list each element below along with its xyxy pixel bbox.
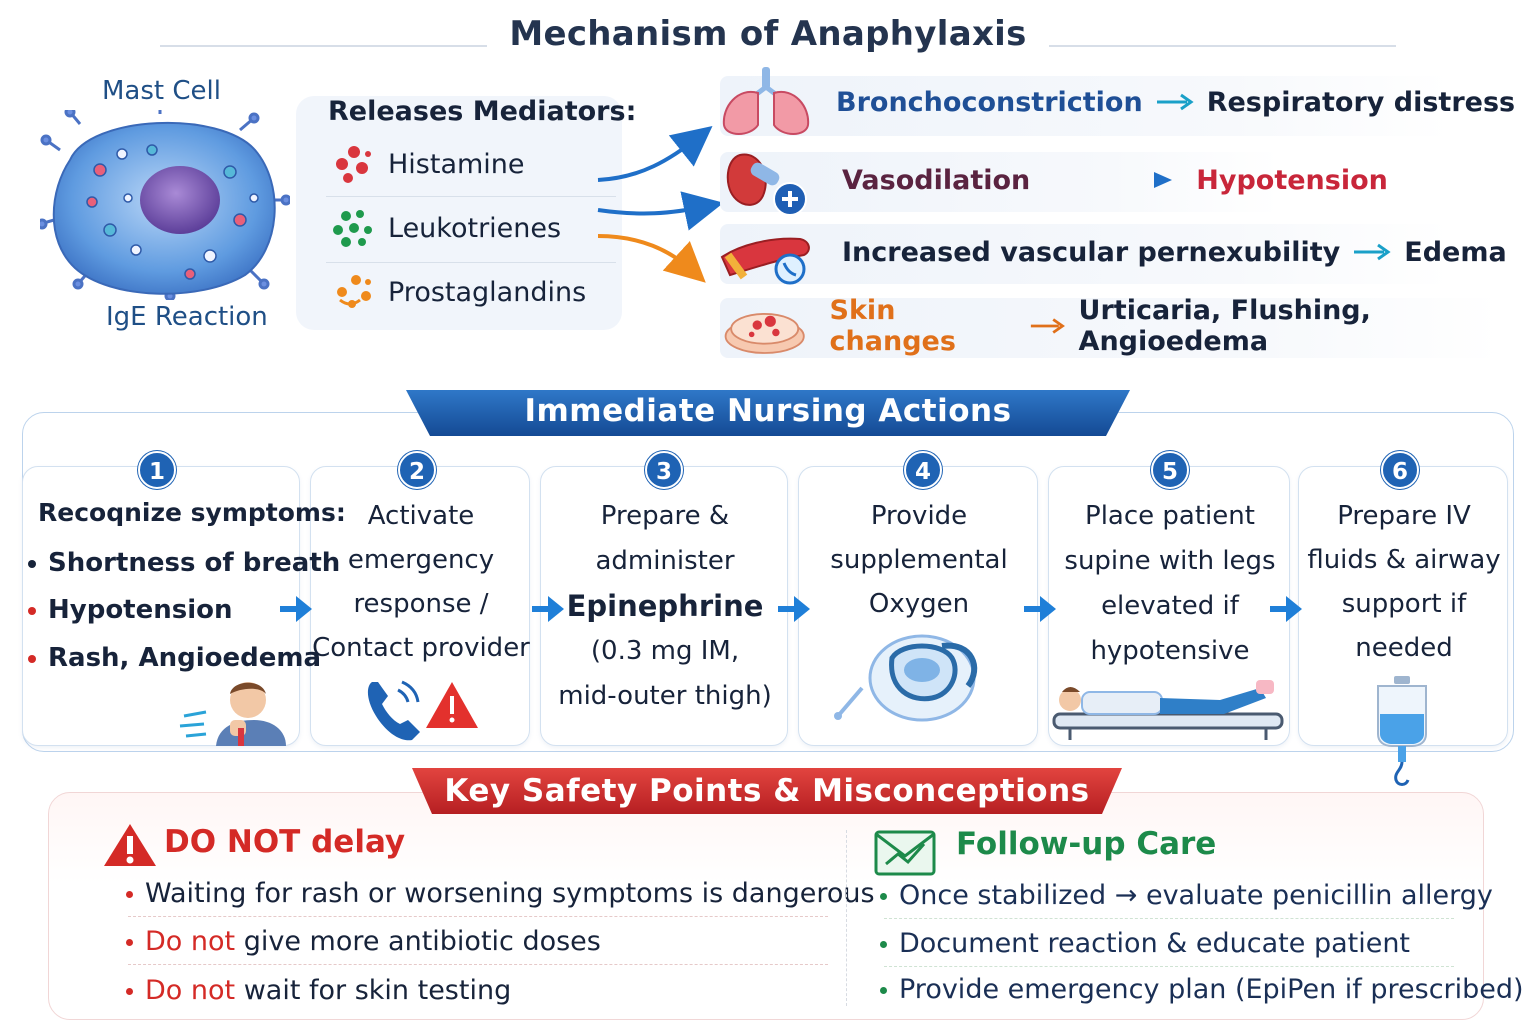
followup-item: Once stabilized → evaluate penicillin al… (880, 880, 1493, 911)
step-number-2: 2 (398, 451, 436, 489)
do-not-item: Do not wait for skin testing (126, 975, 511, 1006)
step-3-text: Prepare & administer Epinephrine (0.3 mg… (558, 501, 772, 711)
lungs-icon (722, 67, 810, 135)
step-number-1: 1 (138, 451, 176, 489)
divider (128, 916, 828, 917)
symptom-item: Rash, Angioedema (28, 643, 321, 673)
mechanism-title: Mechanism of Anaphylaxis (0, 14, 1536, 54)
effect-row-bronchoconstriction: Bronchoconstriction Respiratory distress (720, 67, 1515, 135)
bullet-icon (126, 891, 133, 898)
mediator-divider (326, 196, 616, 197)
step-number-6: 6 (1381, 451, 1419, 489)
oxygen-mask-icon (834, 634, 978, 722)
arrow-icon (1031, 318, 1066, 334)
clipboard-check-icon (874, 830, 936, 876)
arrow-to-arm (597, 234, 706, 283)
followup-item: Provide emergency plan (EpiPen if prescr… (880, 974, 1524, 1005)
column-divider (846, 830, 847, 1006)
arrow-icon (1354, 243, 1391, 261)
safety-title: Key Safety Points & Misconceptions (444, 773, 1090, 809)
prostaglandin-dots-icon (337, 275, 371, 308)
divider (884, 918, 1454, 919)
effect-band (720, 152, 1280, 212)
arrow-to-lungs (597, 126, 713, 182)
actions-banner (406, 390, 1130, 436)
effect-row-vasodilation: Vasodilation Hypotension (720, 150, 1388, 215)
followup-item: Document reaction & educate patient (880, 928, 1410, 959)
mediators-title: Releases Mediators: (328, 96, 637, 127)
swollen-arm-icon (720, 237, 810, 285)
do-not-item: Do not give more antibiotic doses (126, 926, 601, 957)
title-rule-left (160, 45, 520, 47)
mediator-divider (326, 262, 616, 263)
effect-row-skin: Skin changes Urticaria, Flushing, Angioe… (720, 295, 1536, 357)
histamine-dots-icon (336, 146, 371, 183)
effect-band (720, 76, 1450, 136)
step-arrow-icon (1024, 596, 1056, 622)
safety-frame (48, 792, 1484, 1020)
heart-vessel-icon (726, 153, 807, 215)
arrow-to-heart (597, 191, 724, 231)
divider (884, 966, 1454, 967)
effect-band (720, 298, 1500, 358)
divider (128, 964, 828, 965)
bullet-icon (28, 606, 36, 615)
leukotriene-dots-icon (333, 210, 372, 247)
effect-band (720, 224, 1450, 284)
mast-cell-icon (40, 110, 290, 300)
step-number-4: 4 (904, 451, 942, 489)
arrow-icon (1156, 93, 1194, 111)
iv-bag-icon (1377, 676, 1427, 786)
step-card-2 (310, 466, 530, 746)
patient-supine-icon (1052, 680, 1284, 740)
warning-icon (104, 824, 156, 866)
actions-title: Immediate Nursing Actions (524, 393, 1012, 429)
symptom-item: Shortness of breath (28, 548, 340, 578)
skin-petri-icon (724, 312, 805, 354)
step-arrow-icon (532, 596, 564, 622)
bullet-icon (126, 988, 133, 995)
arrow-icon (1068, 172, 1173, 188)
step-number-5: 5 (1151, 451, 1189, 489)
symptom-item: Hypotension (28, 595, 233, 625)
step-arrow-icon (280, 596, 312, 622)
ige-reaction-label: IgE Reaction (106, 302, 268, 332)
do-not-item: Waiting for rash or worsening symptoms i… (126, 878, 875, 909)
effect-row-permeability: Increased vascular pernexubility Edema (720, 222, 1507, 285)
followup-title: Follow-up Care (956, 826, 1217, 862)
bullet-icon (880, 987, 887, 994)
step-card-3 (540, 466, 788, 746)
title-rule-right (1024, 45, 1396, 47)
do-not-delay-title: DO NOT delay (164, 824, 406, 860)
mediators-panel (296, 96, 622, 330)
bullet-icon (28, 559, 36, 568)
step-arrow-icon (778, 596, 810, 622)
step-number-3: 3 (645, 451, 683, 489)
bullet-icon (880, 893, 887, 900)
step-arrow-icon (1270, 596, 1302, 622)
step-1-heading: Recoqnize symptoms: (38, 498, 346, 527)
coughing-person-icon (179, 682, 286, 746)
mediator-histamine: Histamine (326, 136, 616, 192)
safety-banner (412, 768, 1122, 814)
mediator-prostaglandins: Prostaglandins (326, 264, 616, 320)
bullet-icon (28, 654, 36, 663)
bullet-icon (880, 941, 887, 948)
mast-cell-label: Mast Cell (102, 76, 221, 106)
mediator-effect-arrows (597, 126, 724, 283)
phone-warning-icon (367, 680, 478, 741)
mediator-leukotrienes: Leukotrienes (326, 200, 616, 256)
bullet-icon (126, 939, 133, 946)
